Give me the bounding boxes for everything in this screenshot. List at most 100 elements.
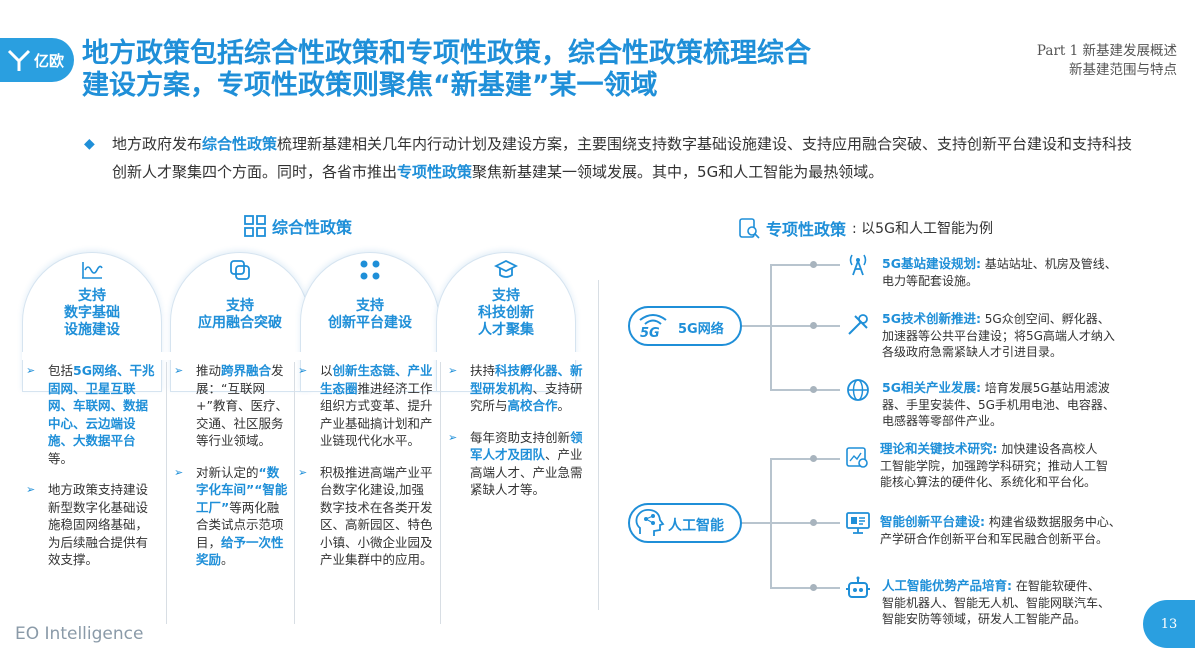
text: 积极推进高端产业平台数字化建设,加强数字技术在各类开发区、高新园区、特色小镇、小… xyxy=(320,464,433,568)
connector-line xyxy=(740,522,770,524)
highlight: 科技孵化器、新型研发机构 xyxy=(470,363,583,396)
column-divider xyxy=(294,362,295,624)
arch-label: 支持 科技创新 人才聚集 xyxy=(436,288,576,339)
section-label: Part 1 新基建发展概述 新基建范围与特点 xyxy=(1037,42,1177,80)
arch-dome xyxy=(300,252,440,392)
ai-head-icon xyxy=(632,506,666,540)
arrow-bullet-icon: ➢ xyxy=(298,364,308,377)
item-ai-products: 人工智能优势产品培育: 在智能软硬件、 智能机器人、智能无人机、智能网联汽车、 … xyxy=(882,578,1172,628)
arch-label-line3: 人才聚集 xyxy=(478,322,534,338)
part-line2: 新基建范围与特点 xyxy=(1069,62,1177,78)
arch-label-line2: 应用融合突破 xyxy=(198,315,282,331)
footer-brand: EO Intelligence xyxy=(15,624,144,644)
part-line1: Part 1 新基建发展概述 xyxy=(1036,43,1177,59)
item-desc: 工智能学院，加强跨学科研究；推动人工智 xyxy=(880,458,1109,473)
highlight: “数字化车间”“智能工厂” xyxy=(196,464,288,515)
list-item: ➢ 扶持科技孵化器、新型研发机构、支持研究所与高校合作。 xyxy=(448,362,588,415)
antenna-icon xyxy=(849,254,867,276)
globe-icon xyxy=(847,379,869,401)
arrow-bullet-icon: ➢ xyxy=(448,364,458,377)
graduation-cap-icon xyxy=(494,259,518,278)
diamond-bullet-icon: ◆ xyxy=(84,136,95,152)
text: 对新认定的 xyxy=(196,464,259,480)
grid-icon xyxy=(244,215,266,237)
connector-line xyxy=(770,325,840,327)
logo-mark-icon xyxy=(7,49,31,71)
brand-logo: 亿欧 xyxy=(0,38,74,82)
item-desc: 在智能软硬件、 xyxy=(1015,579,1100,593)
node-5g-label: 5G网络 xyxy=(678,322,724,337)
intro-text: 地方政府发布综合性政策梳理新基建相关几年内行动计划及建设方案，主要围绕支持数字基… xyxy=(84,130,1144,186)
arch-label-line2: 数字基础 xyxy=(64,305,120,321)
page-title: 地方政策包括综合性政策和专项性政策，综合性政策梳理综合 建设方案，专项性政策则聚… xyxy=(82,38,922,102)
item-5g-industry: 5G相关产业发展: 培育发展5G基站用滤波 器、手里安装件、5G手机用电池、电容… xyxy=(882,380,1172,430)
intro-highlight1: 综合性政策 xyxy=(202,135,278,153)
arch-label-line1: 支持 xyxy=(356,298,384,314)
column-divider xyxy=(440,362,441,624)
connector-dot xyxy=(810,519,817,526)
item-title: 理论和关键技术研究: xyxy=(880,441,998,456)
item-ai-platform: 智能创新平台建设: 构建省级数据服务中心、 产学研合作创新平台和军民融合创新平台… xyxy=(880,514,1180,547)
comprehensive-policy-title: 综合性政策 xyxy=(272,218,353,237)
connector-dot xyxy=(810,386,817,393)
item-title: 人工智能优势产品培育: xyxy=(882,578,1012,593)
wifi-5g-icon: 5G xyxy=(636,308,670,344)
connector-dot xyxy=(810,322,817,329)
document-search-icon xyxy=(739,218,760,239)
node-ai-label: 人工智能 xyxy=(668,518,724,534)
research-chart-icon xyxy=(846,447,868,468)
item-desc: 加快建设各高校人 xyxy=(1001,442,1098,456)
arrow-bullet-icon: ➢ xyxy=(298,465,308,479)
text: 等。 xyxy=(48,450,74,466)
arrow-bullet-icon: ➢ xyxy=(26,364,36,377)
item-desc: 加速器等公共平台建设；将5G高端人才纳入 xyxy=(882,328,1115,343)
item-5g-base-station: 5G基站建设规划: 基站站址、机房及管线、 电力等配套设施。 xyxy=(882,256,1172,289)
arch-label: 支持 创新平台建设 xyxy=(300,298,440,332)
arch-base-strip xyxy=(22,352,587,360)
text: 推进经济工作组织方式变革、提升产业基础搞计划和产业链现代化水平。 xyxy=(320,380,433,449)
text: 、产业高端人才、产业急需紧缺人才等。 xyxy=(470,447,583,497)
text: 、支持研究所与 xyxy=(470,380,583,414)
text: 推动 xyxy=(196,363,222,378)
item-desc: 电感器等零部件产业。 xyxy=(882,414,1003,428)
item-desc: 器、手里安装件、5G手机用电池、电容器、 xyxy=(882,397,1115,412)
connector-line xyxy=(770,587,840,589)
connector-line xyxy=(770,458,840,460)
arch-application-fusion: 支持 应用融合突破 xyxy=(170,252,310,392)
page-title-line1: 地方政策包括综合性政策和专项性政策，综合性政策梳理综合 xyxy=(82,38,811,69)
highlight: 高校合作 xyxy=(507,398,558,413)
overlap-squares-icon xyxy=(230,260,250,280)
robot-icon xyxy=(846,576,870,598)
badge-5g: 5G xyxy=(640,326,660,341)
column-divider xyxy=(166,362,167,624)
arrow-bullet-icon: ➢ xyxy=(26,483,36,496)
intro-paragraph: ◆ 地方政府发布综合性政策梳理新基建相关几年内行动计划及建设方案，主要围绕支持数… xyxy=(84,130,1144,186)
text: 。 xyxy=(221,552,234,567)
page-title-line2: 建设方案，专项性政策则聚焦“新基建”某一领域 xyxy=(82,70,658,101)
list-item: ➢ 推动跨界融合发展：“互联网+”教育、医疗、交通、社区服务等行业领域。 xyxy=(174,362,290,450)
connector-line xyxy=(770,264,772,390)
highlight: 领军人才及团队 xyxy=(470,429,583,463)
arch-label-line1: 支持 xyxy=(492,288,520,304)
item-desc: 产学研合作创新平台和军民融合创新平台。 xyxy=(880,531,1109,546)
intro-part3: 聚焦新基建某一领域发展。其中，5G和人工智能为最热领域。 xyxy=(472,163,884,181)
highlight: 5G网络、干兆固网、卫星互联网、车联网、数据中心、云边端设施、大数据平台 xyxy=(48,363,155,448)
arch-label: 支持 数字基础 设施建设 xyxy=(22,288,162,339)
list-item: ➢ 地方政策支持建设新型数字化基础设施稳固网络基础，为后续融合提供有效支撑。 xyxy=(26,481,158,569)
section-divider xyxy=(598,280,599,610)
item-ai-theory: 理论和关键技术研究: 加快建设各高校人 工智能学院，加强跨学科研究；推动人工智 … xyxy=(880,441,1170,491)
arch-label-line1: 支持 xyxy=(78,288,106,304)
item-title: 智能创新平台建设: xyxy=(880,514,985,529)
text: 扶持 xyxy=(470,363,496,378)
highlight: 跨界融合 xyxy=(221,363,272,378)
arch-talent-gathering: 支持 科技创新 人才聚集 xyxy=(436,252,576,392)
special-policy-title: 专项性政策 xyxy=(766,220,847,239)
tools-icon xyxy=(848,314,868,335)
item-desc: 各级政府急需紧缺人才引进目录。 xyxy=(882,345,1063,359)
item-5g-tech-innovation: 5G技术创新推进: 5G众创空间、孵化器、 加速器等公共平台建设；将5G高端人才… xyxy=(882,311,1172,361)
arch-dome xyxy=(436,252,576,392)
column-talent-gathering: ➢ 扶持科技孵化器、新型研发机构、支持研究所与高校合作。 ➢ 每年资助支持创新领… xyxy=(448,362,588,513)
connector-line xyxy=(770,522,840,524)
intro-part2: 梳理新基建相关几年内行动计划及建设方案，主要围绕支持数字基础设施建设、支持应用融… xyxy=(112,135,1133,181)
node-5g xyxy=(628,306,742,346)
